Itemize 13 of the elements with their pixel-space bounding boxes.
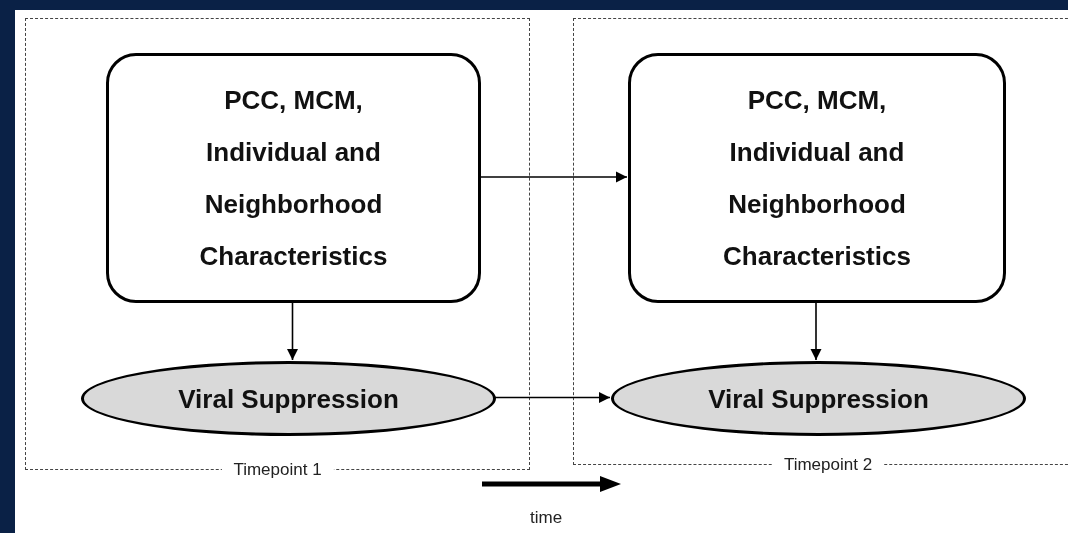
arrow <box>286 301 299 361</box>
arrow <box>810 301 822 361</box>
process-box <box>628 53 1006 303</box>
node-text: Viral Suppression <box>178 382 399 415</box>
arrow <box>494 391 611 404</box>
arrow <box>479 171 628 183</box>
node-text: PCC, MCM, Individual and Neighborhood Characteristics <box>198 84 389 273</box>
node-text: Viral Suppression <box>708 382 929 415</box>
group-label: Timepoint 2 <box>771 455 885 475</box>
axis-label: time <box>530 508 563 528</box>
group-label: Timepoint 1 <box>221 460 334 480</box>
process-box <box>106 53 481 303</box>
node-text: PCC, MCM, Individual and Neighborhood Characteristics <box>722 84 912 273</box>
